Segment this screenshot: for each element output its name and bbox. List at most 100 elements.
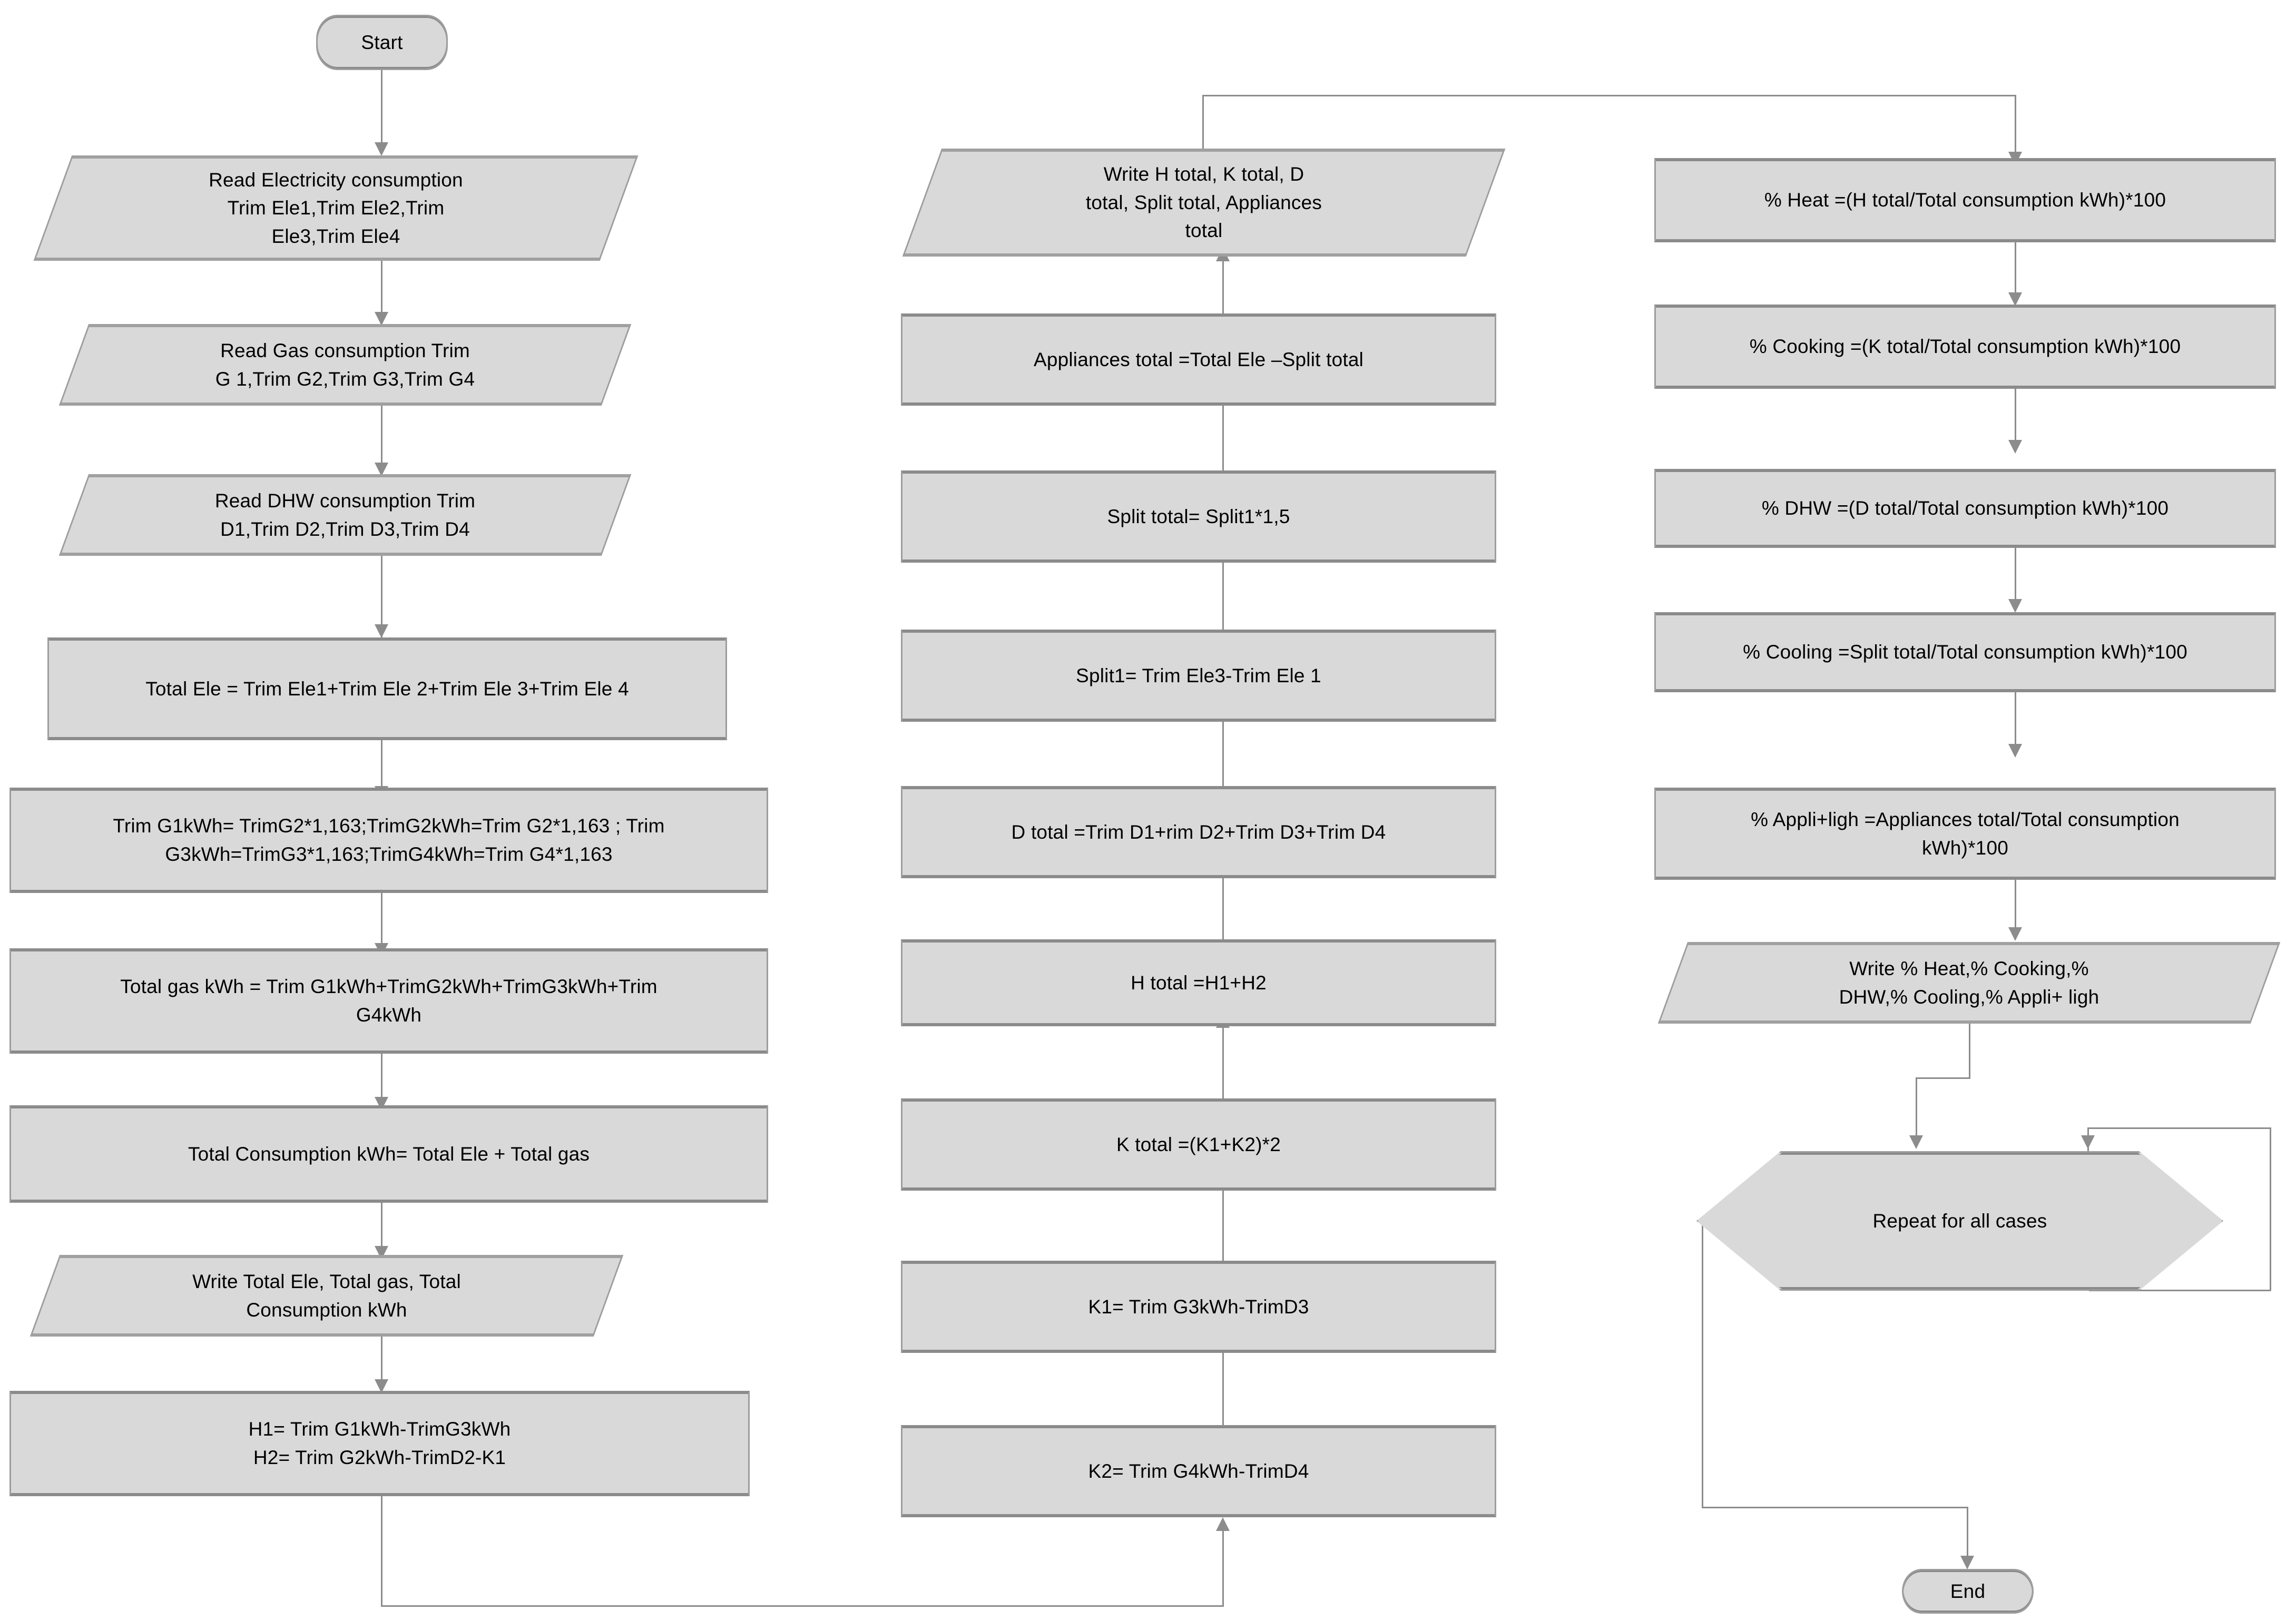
node-write-percentages-label: Write % Heat,% Cooking,% DHW,% Cooling,%… (1839, 957, 2099, 1008)
arrowhead-pct-cooking (2008, 292, 2022, 306)
connector-appliances-to-write-hkd (1222, 258, 1224, 315)
node-total-gas-kwh-label: Total gas kWh = Trim G1kWh+TrimG2kWh+Tri… (120, 976, 658, 1026)
node-pct-dhw[interactable]: % DHW =(D total/Total consumption kWh)*1… (1654, 469, 2276, 548)
connector-writepct-down (1969, 1024, 1970, 1079)
node-total-gas-kwh[interactable]: Total gas kWh = Trim G1kWh+TrimG2kWh+Tri… (9, 948, 768, 1054)
connector-writehkd-down-to-pctheat (2015, 95, 2016, 158)
node-total-ele[interactable]: Total Ele = Trim Ele1+Trim Ele 2+Trim El… (47, 637, 727, 740)
arrowhead-pct-dhw (2008, 440, 2022, 454)
node-pct-appli-label: % Appli+ligh =Appliances total/Total con… (1751, 808, 2180, 859)
node-h-total-label: H total =H1+H2 (1131, 971, 1267, 994)
connector-repeat-loop-bottom (2089, 1290, 2271, 1291)
node-read-electricity[interactable]: Read Electricity consumption Trim Ele1,T… (33, 155, 639, 261)
node-pct-cooking-label: % Cooking =(K total/Total consumption kW… (1749, 336, 2181, 358)
node-h1-h2[interactable]: H1= Trim G1kWh-TrimG3kWh H2= Trim G2kWh-… (9, 1391, 750, 1496)
node-pct-cooling[interactable]: % Cooling =Split total/Total consumption… (1654, 612, 2276, 692)
arrowhead-k2 (1216, 1517, 1230, 1531)
connector-h1h2-down (381, 1496, 382, 1607)
node-read-dhw[interactable]: Read DHW consumption Trim D1,Trim D2,Tri… (58, 474, 632, 556)
node-pct-heat-label: % Heat =(H total/Total consumption kWh)*… (1764, 189, 2166, 211)
connector-ktotal-to-htotal (1222, 1025, 1224, 1101)
arrowhead-pct-appli (2008, 744, 2022, 758)
node-start-label: Start (361, 31, 403, 53)
connector-pctheat-to-pctcooking (2015, 242, 2016, 300)
node-k2-label: K2= Trim G4kWh-TrimD4 (1088, 1460, 1309, 1482)
arrowhead-pct-cooling (2008, 599, 2022, 613)
connector-h1h2-up-to-k2 (1222, 1528, 1224, 1607)
arrowhead-total-ele (375, 624, 388, 638)
connector-writehkd-right (1202, 95, 2016, 96)
node-k-total-label: K total =(K1+K2)*2 (1116, 1133, 1281, 1155)
connector-h1h2-right (381, 1605, 1224, 1607)
connector-total-ele-to-trim-gkwh (381, 740, 382, 801)
connector-repeat-exit-to-end (1967, 1507, 1968, 1565)
node-appliances-total-label: Appliances total =Total Ele –Split total (1033, 348, 1364, 370)
node-total-consumption-label: Total Consumption kWh= Total Ele + Total… (188, 1143, 590, 1165)
connector-splittotal-to-appliances (1222, 395, 1224, 473)
node-k1-label: K1= Trim G3kWh-TrimD3 (1088, 1295, 1309, 1318)
connector-trim-gkwh-to-total-gas (381, 893, 382, 959)
hex-shape-repeat (1696, 1151, 2223, 1291)
arrowhead-read-gas (375, 312, 388, 326)
node-end[interactable]: End (1902, 1569, 2034, 1614)
node-pct-heat[interactable]: % Heat =(H total/Total consumption kWh)*… (1654, 158, 2276, 242)
arrowhead-h1h2 (375, 1379, 388, 1393)
node-repeat-label: Repeat for all cases (1872, 1210, 2047, 1232)
node-end-label: End (1950, 1580, 1986, 1602)
node-split1[interactable]: Split1= Trim Ele3-Trim Ele 1 (901, 630, 1496, 722)
node-write-totals-label: Write Total Ele, Total gas, Total Consum… (192, 1270, 461, 1321)
connector-read-gas-to-read-dhw (381, 406, 382, 474)
connector-pctdhw-to-pctcooling (2015, 548, 2016, 607)
connector-split1-to-splittotal (1222, 553, 1224, 632)
connector-repeat-loop-top (2087, 1127, 2271, 1129)
node-split-total[interactable]: Split total= Split1*1,5 (901, 470, 1496, 563)
node-read-dhw-label: Read DHW consumption Trim D1,Trim D2,Tri… (214, 489, 476, 540)
node-write-percentages[interactable]: Write % Heat,% Cooking,% DHW,% Cooling,%… (1657, 942, 2281, 1024)
arrowhead-repeat-left (1909, 1135, 1923, 1149)
node-total-ele-label: Total Ele = Trim Ele1+Trim Ele 2+Trim El… (145, 678, 629, 700)
node-k2[interactable]: K2= Trim G4kWh-TrimD4 (901, 1425, 1496, 1517)
arrowhead-read-electricity (375, 142, 388, 156)
connector-repeat-exit-right (1702, 1507, 1968, 1508)
node-write-h-k-d-label: Write H total, K total, D total, Split t… (1085, 163, 1322, 242)
node-trim-gkwh[interactable]: Trim G1kWh= TrimG2*1,163;TrimG2kWh=Trim … (9, 788, 768, 893)
connector-read-electricity-to-read-gas (381, 261, 382, 324)
connector-k1-to-ktotal (1222, 1186, 1224, 1263)
connector-read-dhw-to-total-ele (381, 556, 382, 637)
node-trim-gkwh-label: Trim G1kWh= TrimG2*1,163;TrimG2kWh=Trim … (113, 815, 665, 865)
node-read-gas[interactable]: Read Gas consumption Trim G 1,Trim G2,Tr… (58, 324, 632, 406)
connector-pctcooking-to-pctdhw (2015, 389, 2016, 447)
node-read-electricity-label: Read Electricity consumption Trim Ele1,T… (209, 169, 463, 247)
node-repeat-for-all-cases[interactable]: Repeat for all cases (1696, 1151, 2223, 1291)
node-d-total-label: D total =Trim D1+rim D2+Trim D3+Trim D4 (1011, 821, 1386, 843)
node-total-consumption[interactable]: Total Consumption kWh= Total Ele + Total… (9, 1105, 768, 1203)
arrowhead-read-dhw (375, 463, 388, 476)
connector-writepct-down-to-hex (1916, 1077, 1917, 1143)
node-d-total[interactable]: D total =Trim D1+rim D2+Trim D3+Trim D4 (901, 786, 1496, 878)
node-pct-cooling-label: % Cooling =Split total/Total consumption… (1743, 641, 2187, 663)
connector-repeat-loop-right (2270, 1127, 2271, 1291)
connector-writehkd-up (1202, 95, 1204, 150)
node-start[interactable]: Start (316, 15, 448, 70)
node-pct-appli[interactable]: % Appli+ligh =Appliances total/Total con… (1654, 788, 2276, 880)
node-pct-dhw-label: % DHW =(D total/Total consumption kWh)*1… (1761, 497, 2169, 519)
node-split-total-label: Split total= Split1*1,5 (1107, 505, 1290, 527)
arrowhead-write-percentages (2008, 927, 2022, 941)
node-read-gas-label: Read Gas consumption Trim G 1,Trim G2,Tr… (215, 339, 475, 390)
connector-pctappli-to-write-percentages (2015, 880, 2016, 935)
node-k1[interactable]: K1= Trim G3kWh-TrimD3 (901, 1261, 1496, 1353)
node-write-h-k-d[interactable]: Write H total, K total, D total, Split t… (902, 149, 1506, 257)
arrowhead-repeat-right (2081, 1135, 2095, 1149)
connector-k2-to-k1 (1222, 1349, 1224, 1427)
connector-dtotal-to-split1 (1222, 710, 1224, 788)
connector-htotal-to-dtotal (1222, 864, 1224, 942)
node-appliances-total[interactable]: Appliances total =Total Ele –Split total (901, 313, 1496, 406)
node-k-total[interactable]: K total =(K1+K2)*2 (901, 1098, 1496, 1191)
node-h-total[interactable]: H total =H1+H2 (901, 939, 1496, 1026)
arrowhead-end (1960, 1556, 1974, 1569)
node-write-totals[interactable]: Write Total Ele, Total gas, Total Consum… (30, 1255, 624, 1337)
node-pct-cooking[interactable]: % Cooking =(K total/Total consumption kW… (1654, 305, 2276, 389)
connector-total-gas-to-total-consumption (381, 1054, 382, 1112)
connector-repeat-exit-down (1702, 1221, 1703, 1508)
connector-pctcooling-to-pctappli (2015, 692, 2016, 751)
